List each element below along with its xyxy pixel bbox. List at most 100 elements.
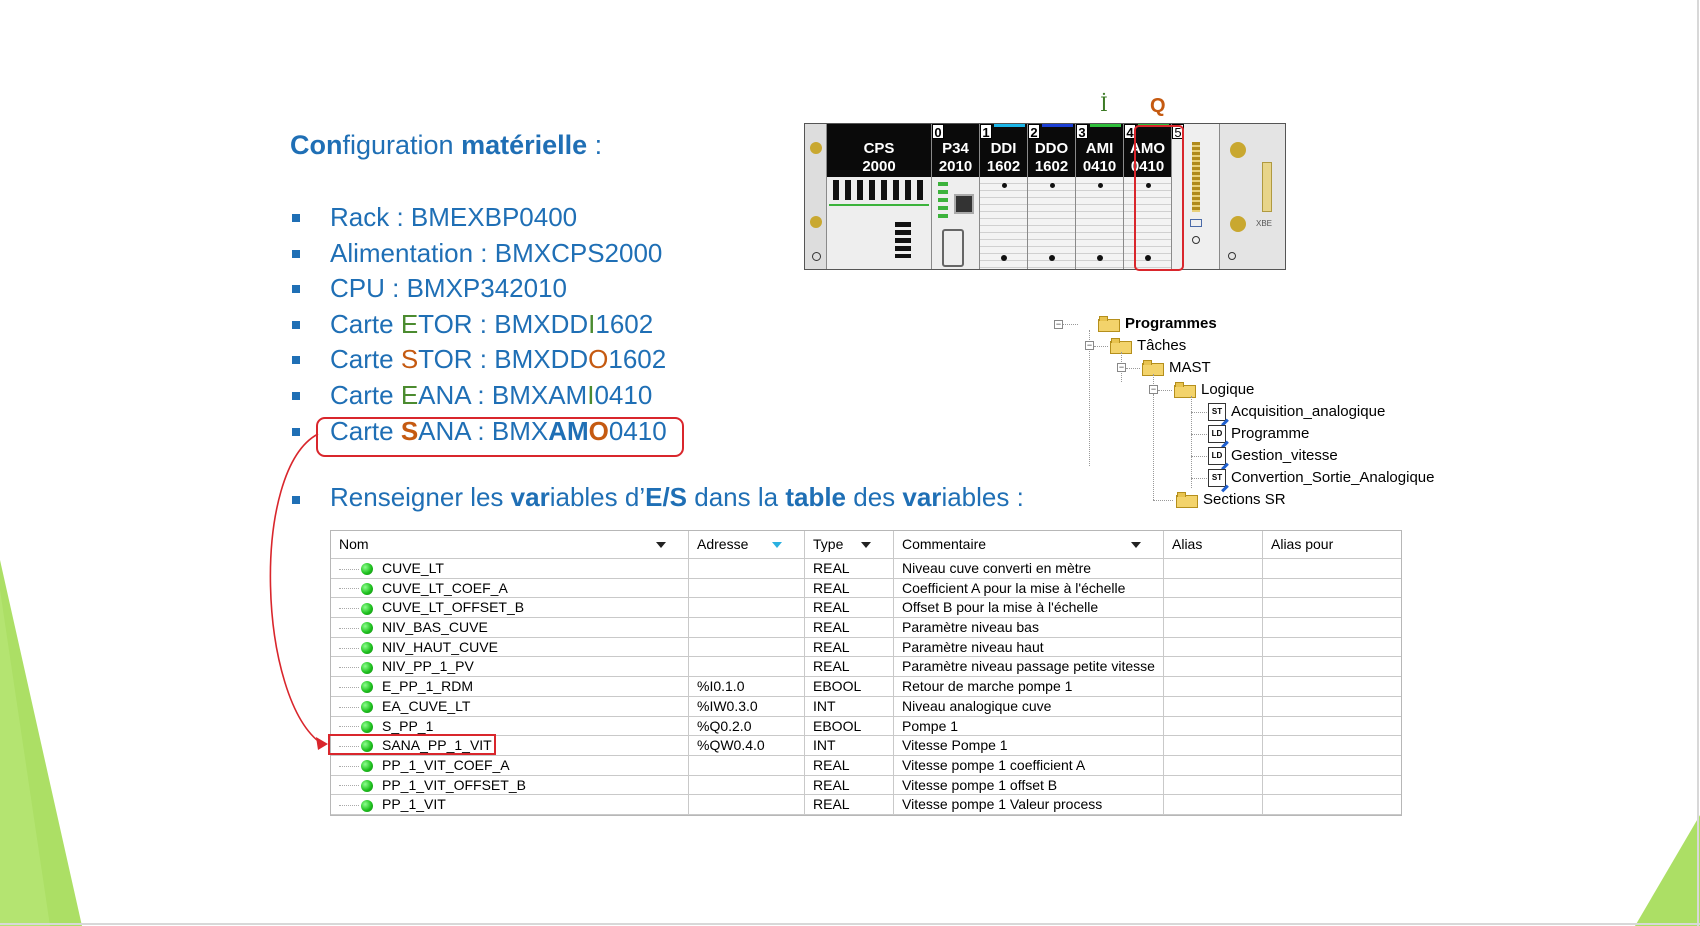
column-header-alias[interactable]: Alias xyxy=(1164,531,1263,558)
tree-node-mast[interactable]: MAST xyxy=(1142,358,1211,378)
cell-alias[interactable] xyxy=(1164,696,1263,716)
cell-adresse[interactable] xyxy=(689,795,805,814)
cell-type[interactable]: REAL xyxy=(805,795,894,814)
cell-commentaire[interactable]: Paramètre niveau passage petite vitesse xyxy=(894,657,1164,677)
cell-adresse[interactable] xyxy=(689,598,805,618)
cell-alias[interactable] xyxy=(1164,618,1263,637)
cell-alias-pour[interactable] xyxy=(1263,657,1401,676)
tree-node-taches[interactable]: Tâches xyxy=(1110,336,1186,356)
cell-commentaire[interactable]: Vitesse pompe 1 offset B xyxy=(894,775,1164,795)
filter-arrow-icon[interactable] xyxy=(772,542,782,548)
cell-type[interactable]: REAL xyxy=(805,598,894,618)
cell-alias-pour[interactable] xyxy=(1263,756,1401,775)
cell-commentaire[interactable]: Niveau cuve converti en mètre xyxy=(894,559,1164,578)
cell-type[interactable]: REAL xyxy=(805,775,894,795)
cell-alias[interactable] xyxy=(1164,736,1263,755)
cell-adresse[interactable] xyxy=(689,775,805,795)
tree-node-programmes[interactable]: Programmes xyxy=(1098,314,1217,334)
cell-alias-pour[interactable] xyxy=(1263,795,1401,814)
cell-alias[interactable] xyxy=(1164,755,1263,775)
cell-nom[interactable]: PP_1_VIT_OFFSET_B xyxy=(331,775,689,795)
cell-alias-pour[interactable] xyxy=(1263,697,1401,716)
cell-commentaire[interactable]: Paramètre niveau bas xyxy=(894,618,1164,637)
cell-type[interactable]: EBOOL xyxy=(805,716,894,736)
cell-adresse[interactable] xyxy=(689,559,805,578)
cell-alias[interactable] xyxy=(1164,795,1263,814)
cell-alias-pour[interactable] xyxy=(1263,559,1401,578)
cell-adresse[interactable] xyxy=(689,578,805,598)
cell-nom[interactable]: EA_CUVE_LT xyxy=(331,696,689,716)
cell-adresse[interactable] xyxy=(689,618,805,637)
collapse-icon[interactable]: − xyxy=(1085,340,1094,350)
cell-nom[interactable]: PP_1_VIT xyxy=(331,795,689,814)
cell-nom[interactable]: CUVE_LT_OFFSET_B xyxy=(331,598,689,618)
cell-alias-pour[interactable] xyxy=(1263,776,1401,795)
cell-commentaire[interactable]: Paramètre niveau haut xyxy=(894,637,1164,657)
cell-nom[interactable]: CUVE_LT xyxy=(331,559,689,578)
filter-arrow-icon[interactable] xyxy=(1131,542,1141,548)
cell-nom[interactable]: NIV_BAS_CUVE xyxy=(331,618,689,637)
cell-nom[interactable]: CUVE_LT_COEF_A xyxy=(331,578,689,598)
cell-nom[interactable]: NIV_PP_1_PV xyxy=(331,657,689,677)
cell-alias-pour[interactable] xyxy=(1263,677,1401,696)
cell-commentaire[interactable]: Pompe 1 xyxy=(894,716,1164,736)
cell-type[interactable]: REAL xyxy=(805,578,894,598)
collapse-icon[interactable]: − xyxy=(1054,319,1063,329)
cell-type[interactable]: REAL xyxy=(805,755,894,775)
cell-type[interactable]: REAL xyxy=(805,618,894,637)
cell-adresse[interactable]: %I0.1.0 xyxy=(689,677,805,696)
cell-alias-pour[interactable] xyxy=(1263,579,1401,598)
column-header-type[interactable]: Type xyxy=(805,531,894,558)
cell-alias-pour[interactable] xyxy=(1263,736,1401,755)
filter-arrow-icon[interactable] xyxy=(861,542,871,548)
cell-commentaire[interactable]: Vitesse Pompe 1 xyxy=(894,736,1164,755)
cell-alias[interactable] xyxy=(1164,775,1263,795)
cell-commentaire[interactable]: Niveau analogique cuve xyxy=(894,696,1164,716)
cell-alias[interactable] xyxy=(1164,677,1263,696)
cell-nom[interactable]: SANA_PP_1_VIT xyxy=(331,736,689,755)
filter-arrow-icon[interactable] xyxy=(656,542,666,548)
column-header-alias-pour[interactable]: Alias pour xyxy=(1271,536,1334,552)
cell-alias-pour[interactable] xyxy=(1263,618,1401,637)
cell-type[interactable]: INT xyxy=(805,696,894,716)
cell-alias-pour[interactable] xyxy=(1263,598,1401,617)
cell-adresse[interactable]: %QW0.4.0 xyxy=(689,736,805,755)
cell-adresse[interactable]: %Q0.2.0 xyxy=(689,716,805,736)
cell-alias-pour[interactable] xyxy=(1263,717,1401,736)
cell-adresse[interactable] xyxy=(689,657,805,677)
cell-commentaire[interactable]: Coefficient A pour la mise à l'échelle xyxy=(894,578,1164,598)
cell-commentaire[interactable]: Vitesse pompe 1 coefficient A xyxy=(894,755,1164,775)
cell-adresse[interactable] xyxy=(689,637,805,657)
cell-nom[interactable]: PP_1_VIT_COEF_A xyxy=(331,755,689,775)
cell-adresse[interactable] xyxy=(689,755,805,775)
cell-alias[interactable] xyxy=(1164,578,1263,598)
cell-nom[interactable]: NIV_HAUT_CUVE xyxy=(331,637,689,657)
cell-commentaire[interactable]: Vitesse pompe 1 Valeur process xyxy=(894,795,1164,814)
cell-alias-pour[interactable] xyxy=(1263,638,1401,657)
cell-alias[interactable] xyxy=(1164,637,1263,657)
cell-alias[interactable] xyxy=(1164,559,1263,578)
cell-commentaire[interactable]: Offset B pour la mise à l'échelle xyxy=(894,598,1164,618)
module-slot-5-empty[interactable]: 5 xyxy=(1172,124,1220,269)
cell-alias[interactable] xyxy=(1164,657,1263,677)
cell-adresse[interactable]: %IW0.3.0 xyxy=(689,696,805,716)
collapse-icon[interactable]: − xyxy=(1117,362,1126,372)
tree-node-sections-sr[interactable]: Sections SR xyxy=(1176,490,1286,510)
collapse-icon[interactable]: − xyxy=(1149,384,1158,394)
cell-type[interactable]: INT xyxy=(805,736,894,755)
